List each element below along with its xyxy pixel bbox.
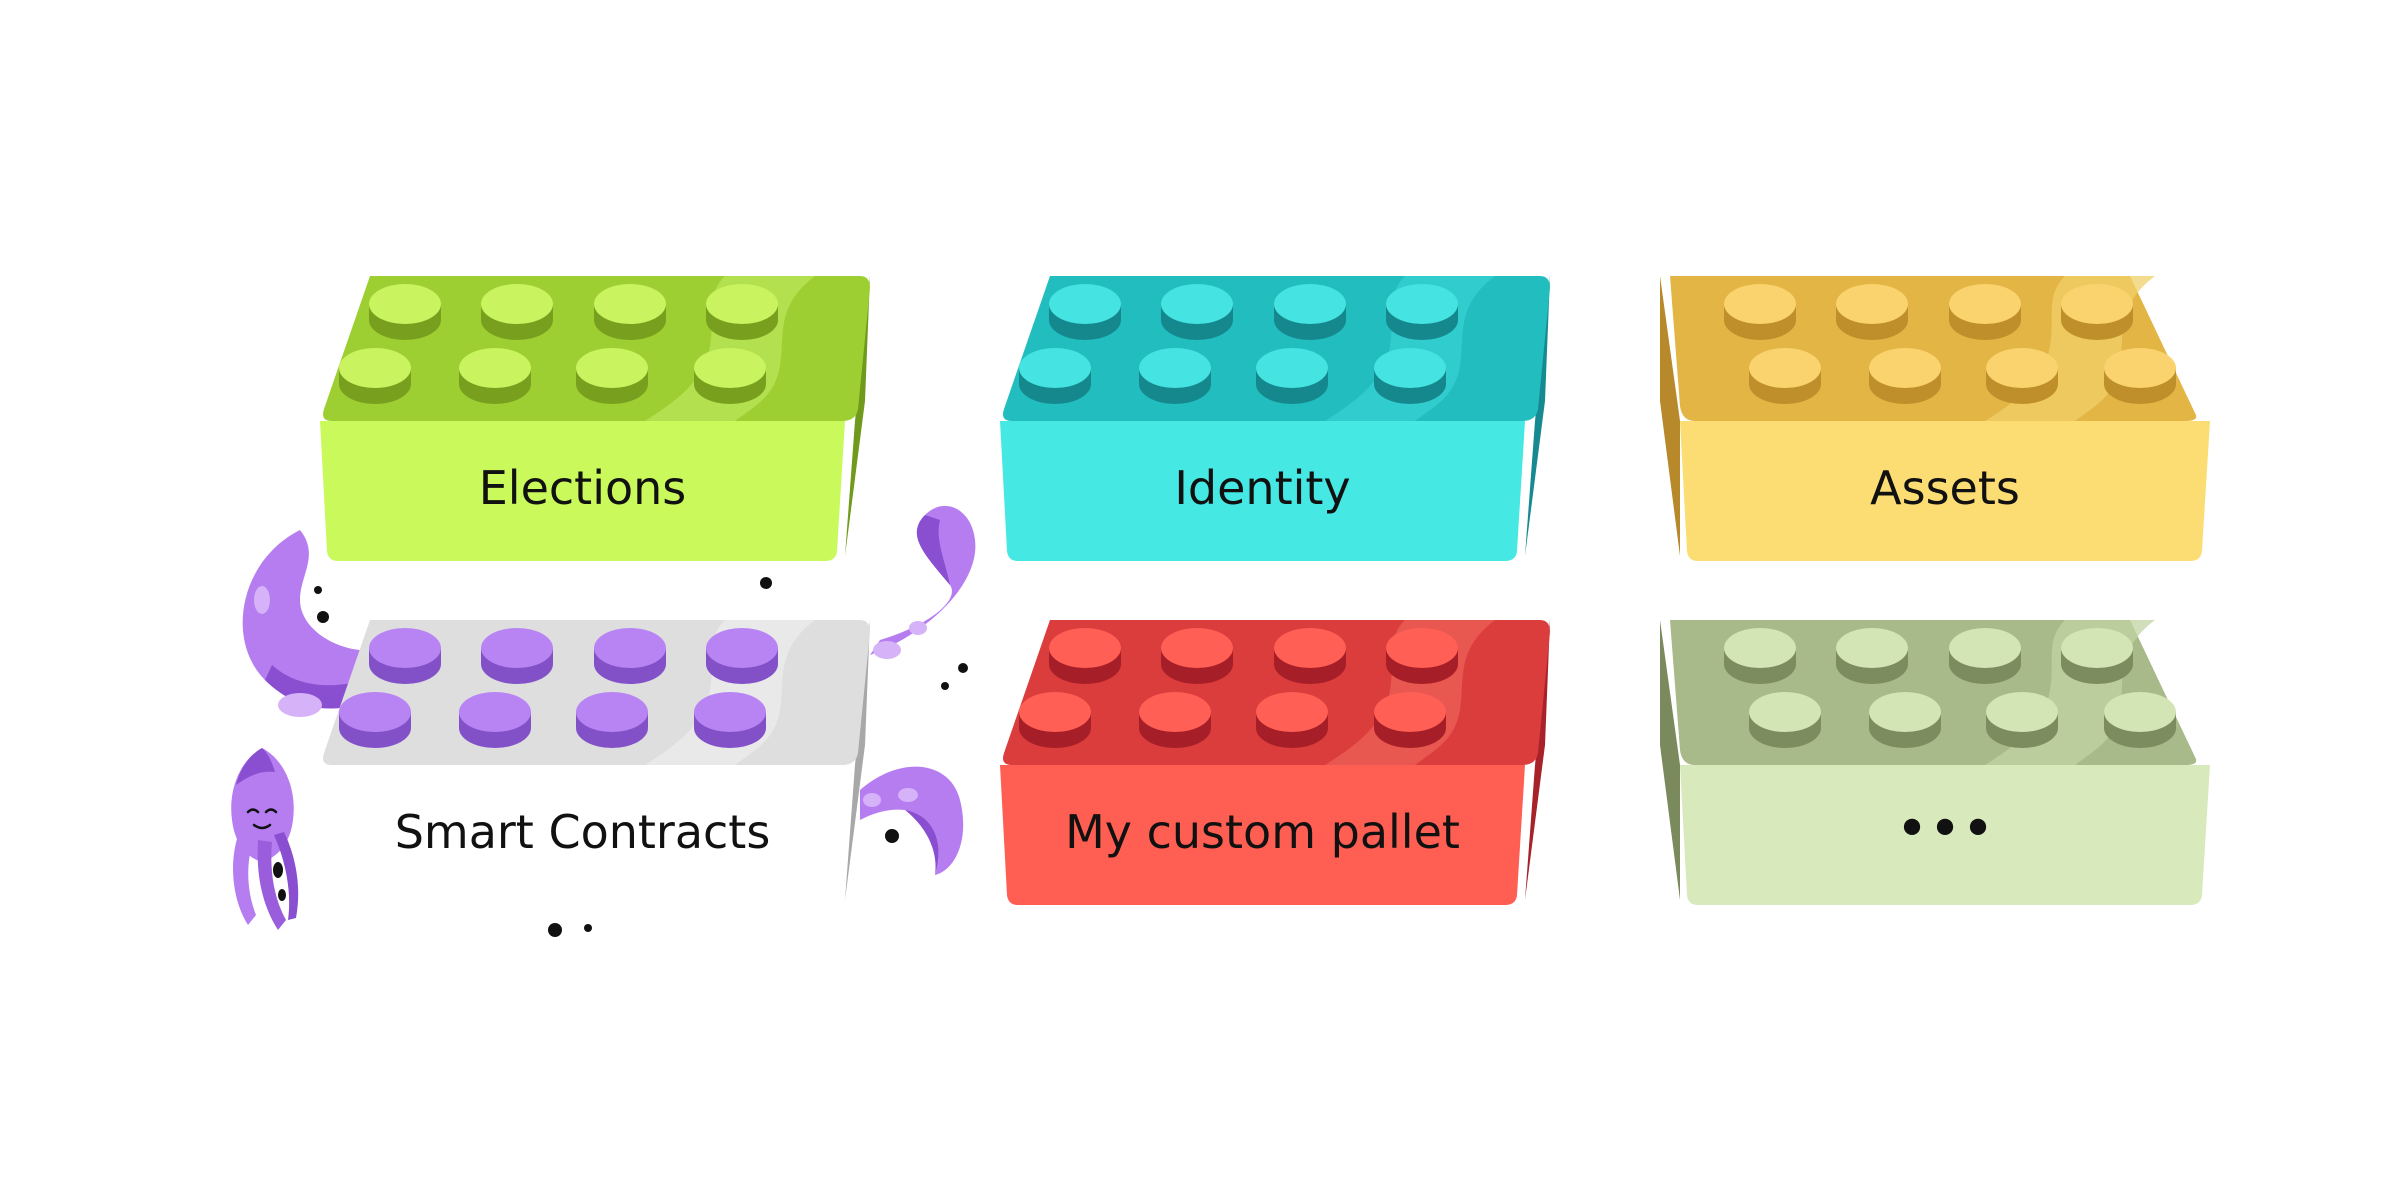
octopus-tentacle-icon <box>242 505 976 875</box>
block-label-elections: Elections <box>479 461 687 515</box>
decorative-dots <box>314 577 968 937</box>
octopus-mascot-icon <box>231 748 299 930</box>
block-label-more: ••• <box>1895 797 1994 862</box>
block-label-my-custom-pallet: My custom pallet <box>1065 805 1460 859</box>
block-label-assets: Assets <box>1870 461 2020 515</box>
block-label-identity: Identity <box>1174 461 1350 515</box>
block-smart-contracts: Smart Contracts <box>320 620 870 905</box>
block-more: ••• <box>1660 620 2210 905</box>
block-my-custom-pallet: My custom pallet <box>1000 620 1550 905</box>
block-label-smart-contracts: Smart Contracts <box>395 805 771 859</box>
block-assets: Assets <box>1660 276 2210 561</box>
block-elections: Elections <box>320 276 870 561</box>
block-identity: Identity <box>1000 276 1550 561</box>
